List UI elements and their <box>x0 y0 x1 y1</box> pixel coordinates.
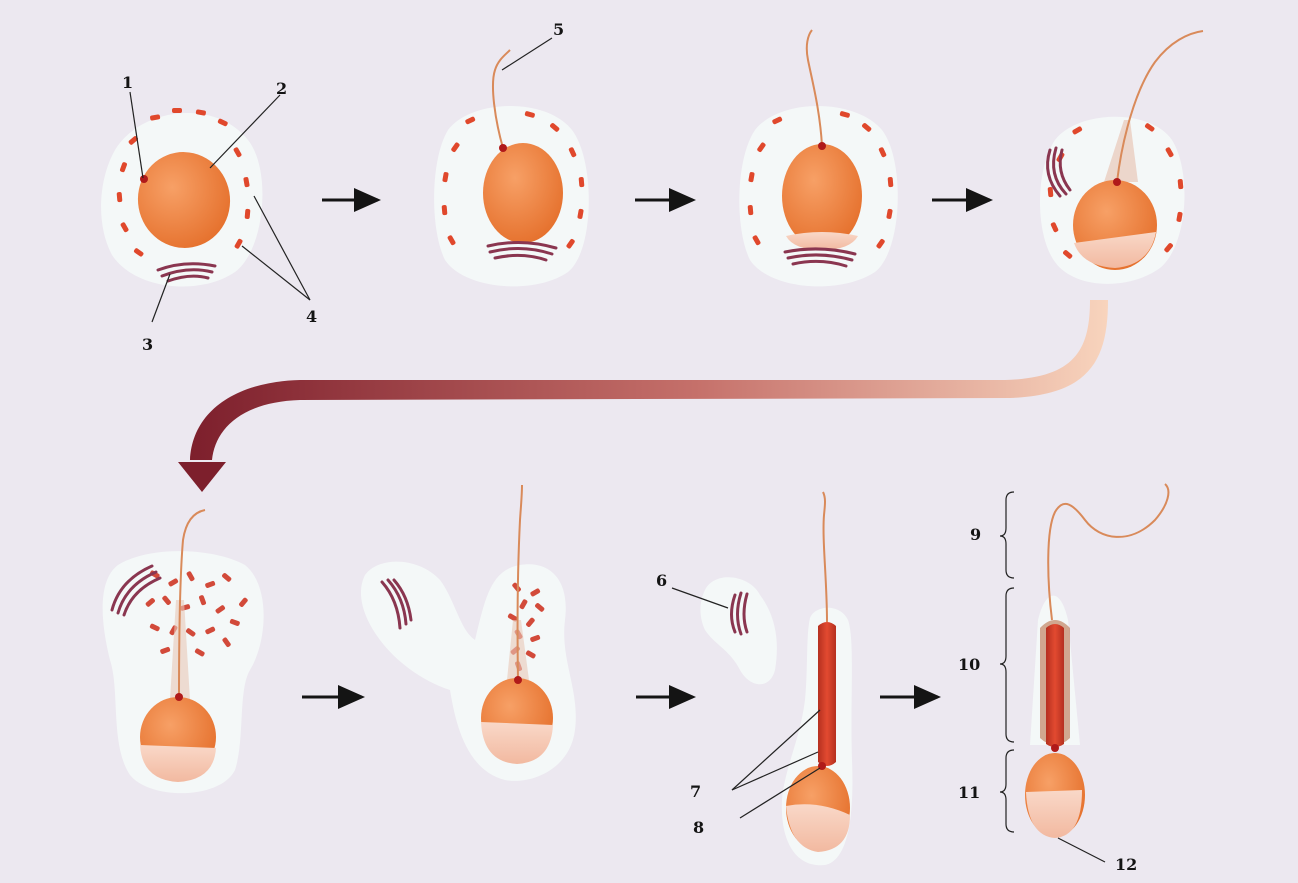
label-5: 5 <box>553 20 564 39</box>
label-8: 8 <box>693 818 704 837</box>
centriole <box>514 676 522 684</box>
label-7: 7 <box>690 782 701 801</box>
stage-2-spermatid <box>434 50 589 286</box>
centriole <box>175 693 183 701</box>
label-12: 12 <box>1115 855 1137 874</box>
nucleus <box>483 143 563 243</box>
label-3: 3 <box>142 335 153 354</box>
midpiece <box>1046 624 1064 747</box>
centriole <box>140 175 148 183</box>
midpiece <box>818 622 836 766</box>
stage-3-spermatid <box>739 30 897 286</box>
brace-11 <box>1000 750 1014 832</box>
stage-6-spermatid <box>361 485 576 781</box>
stage-1-spermatid <box>101 108 262 286</box>
stage-4-spermatid <box>1040 31 1203 284</box>
label-2: 2 <box>276 79 287 98</box>
stage-5-spermatid <box>103 510 264 793</box>
label-4: 4 <box>306 307 317 326</box>
label-9: 9 <box>970 525 981 544</box>
centriole <box>818 142 826 150</box>
label-11: 11 <box>958 783 980 802</box>
label-10: 10 <box>958 655 980 674</box>
stage-8-spermatozoon <box>1025 484 1168 838</box>
label-1: 1 <box>122 73 133 92</box>
brace-9 <box>1000 492 1014 578</box>
acrosome <box>1026 790 1082 838</box>
flagellum <box>823 492 827 622</box>
flagellum <box>1048 484 1168 620</box>
brace-10 <box>1000 588 1014 742</box>
transition-arrow <box>178 300 1108 492</box>
centriole <box>1113 178 1121 186</box>
centriole <box>1051 744 1059 752</box>
number-labels: 1 2 3 4 5 6 7 8 9 10 11 12 <box>122 20 1137 874</box>
braces <box>1000 492 1014 832</box>
label-6: 6 <box>656 571 667 590</box>
leader-lines <box>130 38 1105 862</box>
stage-7-spermatid <box>700 492 852 865</box>
centriole <box>499 144 507 152</box>
